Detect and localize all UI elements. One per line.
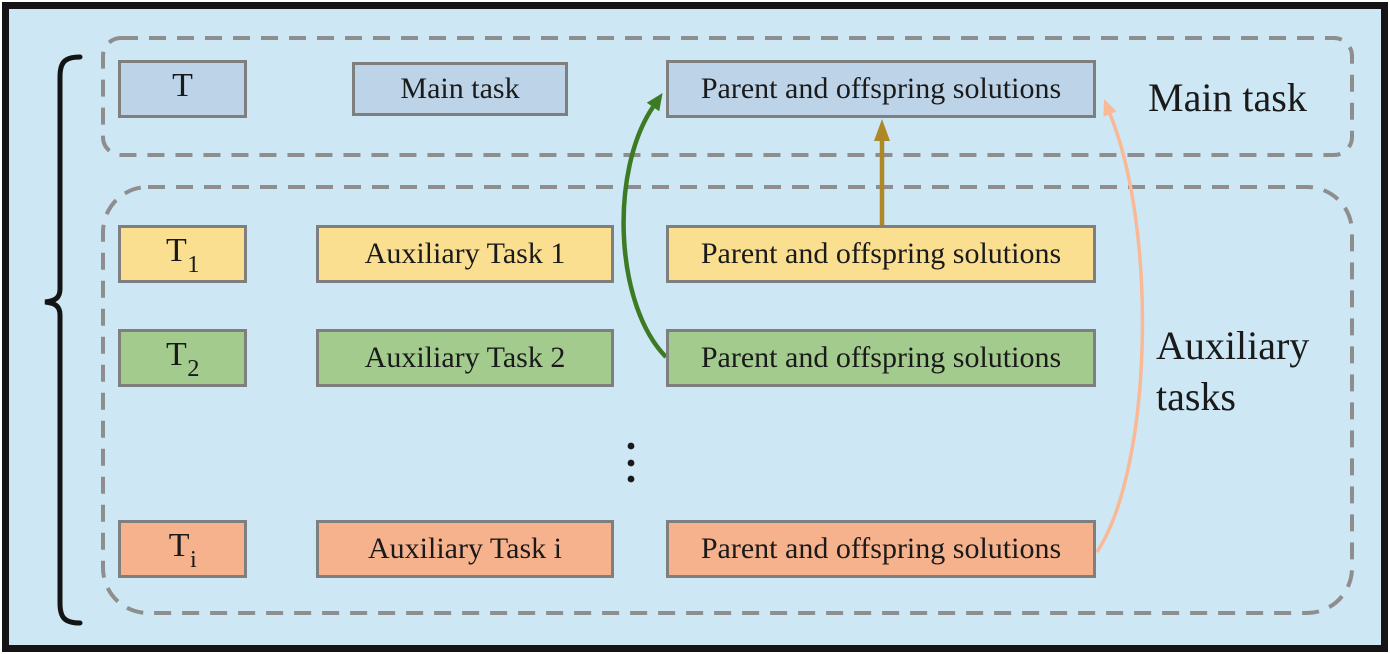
aux-task-i-id-box: Ti bbox=[118, 520, 247, 578]
vertical-ellipsis-icon bbox=[627, 442, 635, 483]
aux-task-1-pool-box: Parent and offspring solutions bbox=[666, 225, 1096, 283]
aux-task-2-id-label: T2 bbox=[165, 335, 200, 382]
left-brace-icon bbox=[44, 54, 83, 626]
aux-task-2-id-box: T2 bbox=[118, 329, 247, 387]
aux-tasks-section-label-line2: tasks bbox=[1156, 374, 1236, 419]
aux-task-1-id-label: T1 bbox=[165, 231, 200, 278]
aux-task-1-name-box: Auxiliary Task 1 bbox=[316, 225, 614, 283]
aux-task-2-pool-box: Parent and offspring solutions bbox=[666, 329, 1096, 387]
aux-task-i-pool-box: Parent and offspring solutions bbox=[666, 520, 1096, 578]
arrow-aux2-to-main bbox=[621, 93, 668, 359]
arrow-aux1-to-main bbox=[874, 119, 890, 226]
main-task-name-box: Main task bbox=[352, 62, 568, 116]
aux-task-1-id-box: T1 bbox=[118, 225, 247, 283]
aux-tasks-section-label: Auxiliary tasks bbox=[1156, 320, 1309, 422]
aux-tasks-container-outline bbox=[101, 185, 1354, 615]
main-task-id-label: T bbox=[172, 66, 193, 104]
aux-task-i-name-box: Auxiliary Task i bbox=[316, 520, 614, 578]
main-task-id-box: T bbox=[118, 60, 247, 118]
aux-tasks-section-label-line1: Auxiliary bbox=[1156, 323, 1310, 368]
aux-task-i-id-label: Ti bbox=[168, 526, 197, 573]
aux-task-2-name-box: Auxiliary Task 2 bbox=[316, 329, 614, 387]
main-task-pool-box: Parent and offspring solutions bbox=[666, 60, 1096, 118]
main-task-section-label: Main task bbox=[1148, 75, 1307, 120]
arrow-auxi-to-main bbox=[1095, 99, 1145, 553]
